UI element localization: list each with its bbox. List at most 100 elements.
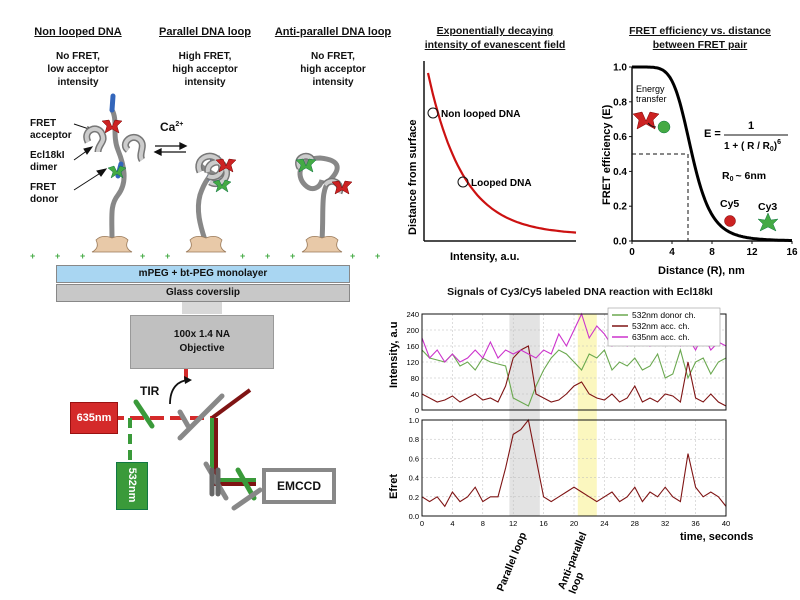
- donor-label-line1: FRET: [30, 182, 57, 193]
- series-line-0: [421, 348, 727, 407]
- acceptor-label-line2: acceptor: [30, 130, 72, 141]
- fret-ytick-label: 1.0: [613, 63, 627, 74]
- xtick-label: 0: [420, 519, 424, 528]
- laser-532: 532nm: [116, 462, 148, 510]
- fret-title-line2: between FRET pair: [652, 39, 748, 51]
- svg-text:+: +: [375, 251, 380, 261]
- dimer-label: Ecl18kI dimer: [30, 150, 64, 174]
- col1-desc-line3: intensity: [57, 77, 99, 88]
- svg-text:+: +: [30, 251, 35, 261]
- svg-text:+: +: [165, 251, 170, 261]
- svg-text:+: +: [80, 251, 85, 261]
- signals-ylabel-bottom: Efret: [388, 474, 400, 499]
- svg-text:+: +: [265, 251, 270, 261]
- signals-xlabel: time, seconds: [680, 531, 753, 543]
- cy3-star-icon: [757, 212, 779, 232]
- dimer-label-line1: Ecl18kI: [30, 150, 65, 161]
- calcium-text: Ca: [160, 120, 176, 134]
- acceptor-star-icon: [632, 111, 660, 130]
- energy-label1: Energy: [636, 84, 665, 94]
- bottom-ytick-label: 0.4: [409, 474, 419, 483]
- evanescent-ylabel: Distance from surface: [407, 119, 419, 235]
- acceptor-label: FRET acceptor: [30, 118, 72, 142]
- annot-parallel-loop: Parallel loop: [495, 531, 530, 593]
- xtick-label: 32: [661, 519, 669, 528]
- col3-desc-line2: high acceptor: [300, 64, 366, 75]
- col3-desc-line3: intensity: [312, 77, 354, 88]
- top-ytick-label: 80: [411, 374, 419, 383]
- svg-text:+: +: [140, 251, 145, 261]
- r0-main: R: [722, 170, 730, 182]
- bottom-ytick-label: 0.8: [409, 435, 419, 444]
- r0-label: R0~ 6nm: [722, 170, 766, 183]
- top-ytick-label: 240: [406, 310, 419, 319]
- eq-den-sub: 0: [770, 146, 774, 153]
- calcium-sup: 2+: [175, 121, 184, 128]
- eq-lhs: E =: [704, 128, 721, 140]
- calcium-label: Ca2+: [160, 120, 183, 134]
- col1-desc-line1: No FRET,: [56, 51, 100, 62]
- col2-title: Parallel DNA loop: [159, 26, 251, 38]
- eq-den-sup: 6: [777, 139, 781, 146]
- xtick-label: 16: [539, 519, 547, 528]
- objective-line2: Objective: [179, 343, 225, 354]
- efret-line: [421, 418, 727, 508]
- fret-curve: [632, 65, 792, 242]
- eq-den-end: ): [774, 141, 777, 152]
- signals-title: Signals of Cy3/Cy5 labeled DNA reaction …: [447, 286, 713, 298]
- top-ytick-label: 200: [406, 326, 419, 335]
- svg-text:+: +: [240, 251, 245, 261]
- dna-schematic: ++++ ++++ ++: [30, 93, 380, 511]
- col2-desc-line1: High FRET,: [178, 51, 232, 62]
- xtick-label: 12: [509, 519, 517, 528]
- energy-label2: transfer: [636, 94, 667, 104]
- cy5-label: Cy5: [720, 198, 739, 210]
- laser-635: 635nm: [70, 402, 118, 434]
- col3-title: Anti-parallel DNA loop: [274, 26, 392, 38]
- acceptor-label-line1: FRET: [30, 118, 57, 129]
- evanescent-title-line1: Exponentially decaying: [436, 25, 554, 37]
- fret-xlabel: Distance (R), nm: [658, 265, 745, 277]
- looped-label: Looped DNA: [471, 178, 532, 189]
- emccd-camera: EMCCD: [262, 468, 336, 504]
- series-line-1: [421, 345, 727, 407]
- r0-sub: 0: [730, 176, 734, 183]
- top-ytick-label: 120: [406, 358, 419, 367]
- fret-xtick-label: 12: [746, 247, 758, 258]
- fret-ytick-label: 0.6: [613, 132, 627, 143]
- col2-desc-line3: intensity: [184, 77, 226, 88]
- bottom-ytick-label: 1.0: [409, 416, 419, 425]
- bottom-ytick-label: 0.2: [409, 493, 419, 502]
- evanescent-curve: [426, 72, 577, 234]
- top-ytick-label: 40: [411, 390, 419, 399]
- evanescent-title: Exponentially decaying intensity of evan…: [405, 24, 585, 52]
- eq-den: 1 + ( R / R0)6: [724, 139, 781, 153]
- top-ytick-label: 0: [415, 406, 419, 415]
- svg-text:+: +: [350, 251, 355, 261]
- eq-num: 1: [748, 120, 754, 132]
- top-ytick-label: 160: [406, 342, 419, 351]
- parallel-loop-band: [509, 314, 540, 516]
- fret-xtick-label: 16: [786, 247, 798, 258]
- xtick-label: 20: [570, 519, 578, 528]
- objective-box: 100x 1.4 NA Objective: [130, 315, 274, 369]
- fret-ylabel: FRET efficiency (E): [601, 104, 613, 205]
- nonlooped-marker: [427, 107, 439, 119]
- fret-ytick-label: 0.8: [613, 97, 627, 108]
- evanescent-title-line2: intensity of evanescent field: [424, 39, 566, 51]
- col1-title: Non looped DNA: [34, 26, 122, 38]
- signals-ylabel-top: Intensity, a.u: [388, 322, 400, 388]
- col3-desc: No FRET, high acceptor intensity: [278, 50, 388, 89]
- annot-antiparallel-loop: Anti-parallelloop: [556, 530, 601, 595]
- donor-label: FRET donor: [30, 182, 58, 206]
- xtick-label: 28: [631, 519, 639, 528]
- objective-line1: 100x 1.4 NA: [173, 329, 231, 340]
- xtick-label: 36: [691, 519, 699, 528]
- legend-label-1: 532nm acc. ch.: [632, 321, 690, 331]
- fret-ytick-label: 0.2: [613, 202, 627, 213]
- tir-label: TIR: [140, 384, 160, 398]
- evanescent-plot: Non looped DNA Looped DNA Distance from …: [407, 61, 577, 263]
- donor-label-line2: donor: [30, 194, 59, 205]
